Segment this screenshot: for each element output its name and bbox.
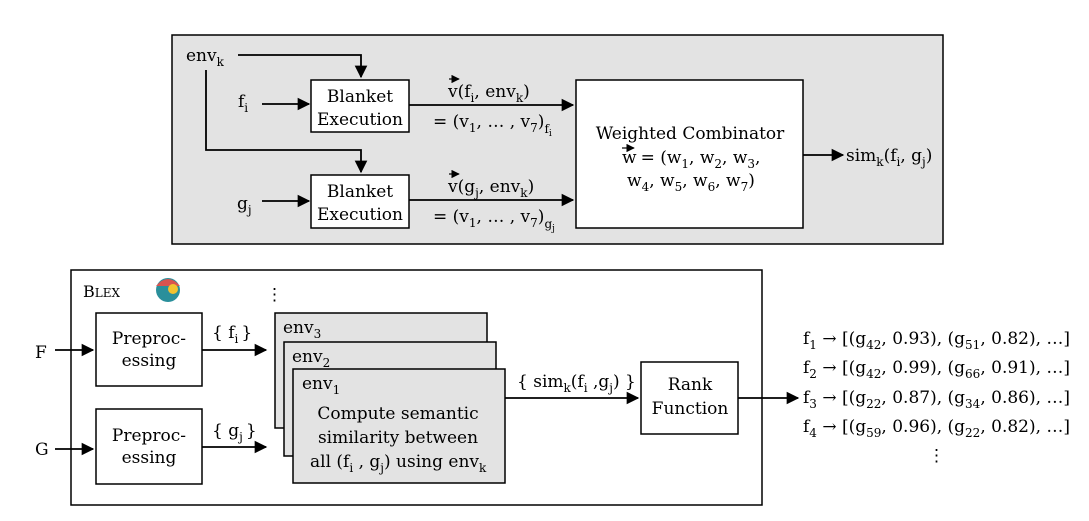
svg-text:Rank: Rank	[668, 375, 713, 395]
f-input-label: fi	[238, 92, 248, 115]
F-input-label: F	[35, 343, 47, 363]
G-input-label: G	[35, 440, 49, 460]
g-input-label: gj	[237, 194, 252, 217]
svg-text:Preproc-: Preproc-	[112, 426, 186, 446]
svg-text:Preproc-: Preproc-	[112, 329, 186, 349]
svg-text:v(fi, envk): v(fi, envk)	[447, 82, 530, 105]
ranked-results: f1 → [(g42, 0.93), (g51, 0.82), …] f2 → …	[803, 329, 1070, 466]
top-panel: envk fi gj Blanket Execution Blanket Exe…	[171, 34, 944, 245]
compute-line-1: Compute semantic	[317, 404, 478, 424]
svg-text:v(gj, envk): v(gj, envk)	[447, 177, 534, 200]
weights-line-2: w= (w1, w2, w3,	[622, 148, 760, 171]
svg-text:essing: essing	[122, 351, 177, 371]
blex-logo-icon	[156, 278, 180, 302]
svg-text:essing: essing	[122, 448, 177, 468]
vector-f-values: = (v1, … , v7)fi	[433, 112, 552, 139]
env-arrows	[205, 54, 368, 174]
svg-text:Execution: Execution	[317, 110, 403, 130]
svg-text:Execution: Execution	[317, 205, 403, 225]
bottom-panel: BLEX F G Preproc- essing Preproc- essing…	[35, 269, 763, 506]
rank-function-box: Rank Function	[640, 361, 739, 435]
vector-g-label: v(gj, envk)	[447, 169, 534, 200]
set-g-label: { gj}	[212, 421, 257, 444]
set-f-label: { fi}	[212, 323, 252, 346]
weighted-combinator-box: Weighted Combinator w= (w1, w2, w3, w4, …	[575, 79, 804, 229]
vector-f-label: v(fi, envk)	[447, 74, 530, 105]
env-input-label: envk	[186, 46, 225, 69]
sim-set-label: { simk(fi ,gj) }	[517, 372, 636, 395]
svg-text:env2: env2	[292, 347, 330, 370]
svg-text:Blanket: Blanket	[327, 87, 393, 107]
compute-line-3: all (fi , gj) using envk	[310, 452, 487, 475]
weights-line-3: w4, w5, w6, w7)	[627, 171, 755, 194]
svg-text:Blanket: Blanket	[327, 182, 393, 202]
similarity-output-label: simk(fi, gj)	[846, 146, 932, 169]
blanket-execution-top-box: Blanket Execution	[310, 79, 410, 133]
result-row-1: f1 → [(g42, 0.93), (g51, 0.82), …]	[803, 329, 1070, 352]
stack-continuation-dots: ⋮	[266, 285, 283, 305]
svg-text:env1: env1	[302, 374, 340, 397]
svg-text:env3: env3	[283, 318, 321, 341]
result-row-4: f4 → [(g59, 0.96), (g22, 0.82), …]	[803, 417, 1070, 440]
result-row-2: f2 → [(g42, 0.99), (g66, 0.91), …]	[803, 358, 1070, 381]
svg-text:Function: Function	[652, 399, 729, 419]
preprocessing-top-box: Preproc- essing	[95, 312, 203, 387]
blanket-execution-bottom-box: Blanket Execution	[310, 174, 410, 229]
result-row-3: f3 → [(g22, 0.87), (g34, 0.86), …]	[803, 388, 1070, 411]
svg-text:Weighted Combinator: Weighted Combinator	[596, 124, 785, 144]
results-continuation-dots: ⋮	[928, 446, 945, 466]
vector-g-values: = (v1, … , v7)gj	[433, 207, 555, 234]
compute-line-2: similarity between	[318, 428, 478, 448]
preprocessing-bottom-box: Preproc- essing	[95, 408, 203, 485]
blex-title: BLEX	[83, 282, 120, 301]
env-1-card: env1 Compute semantic similarity between…	[292, 368, 506, 484]
